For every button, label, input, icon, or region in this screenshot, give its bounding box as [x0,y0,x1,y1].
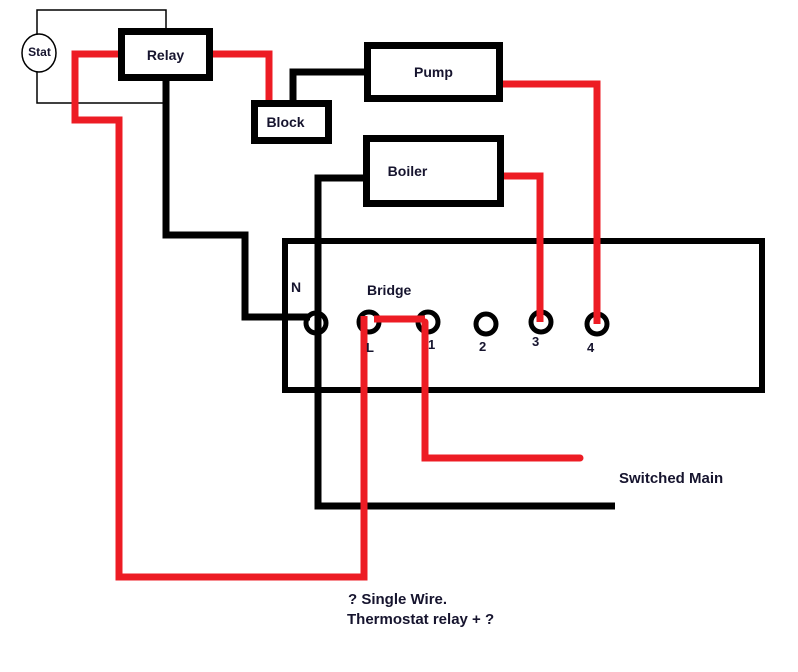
wire-relay-to-N-black [162,80,310,321]
wire-pump-to-block-black [289,68,364,101]
block-label: Block [266,114,305,130]
terminal-L-label: L [366,340,374,355]
terminal-N-label: N [291,279,302,295]
stat-symbol [21,33,57,73]
relay-label: Relay [146,46,185,63]
terminal-1-label: 1 [428,337,436,352]
note-line-1: ? Single Wire. [348,591,448,608]
relay-box: Relay [118,28,213,81]
wire-relay-loop-to-terminalL-red [71,50,368,581]
wire-terminal1-to-switched-main-red [421,318,584,462]
wire-pump-to-terminal4-red [503,80,601,324]
wire-boiler-to-N-and-switched-main-black [314,174,615,510]
block-box: Block [251,100,332,144]
boiler-label: Boiler [387,163,428,179]
terminal-3-label: 3 [532,334,540,349]
note-line-2: Thermostat relay + ? [347,611,495,628]
boiler-box: Boiler [363,135,504,207]
terminal-4-label: 4 [587,340,595,355]
wire-relay-to-block-red [213,50,273,101]
wire-boiler-to-terminal3-red [504,172,544,322]
terminal-strip [282,238,765,393]
stat-label: Stat [28,45,51,59]
terminal-2-label: 2 [479,339,487,354]
pump-label: Pump [414,64,453,80]
bridge-label: Bridge [367,282,412,298]
terminal-2 [473,311,499,337]
pump-box: Pump [364,42,503,102]
switched-main-label: Switched Main [619,470,724,487]
